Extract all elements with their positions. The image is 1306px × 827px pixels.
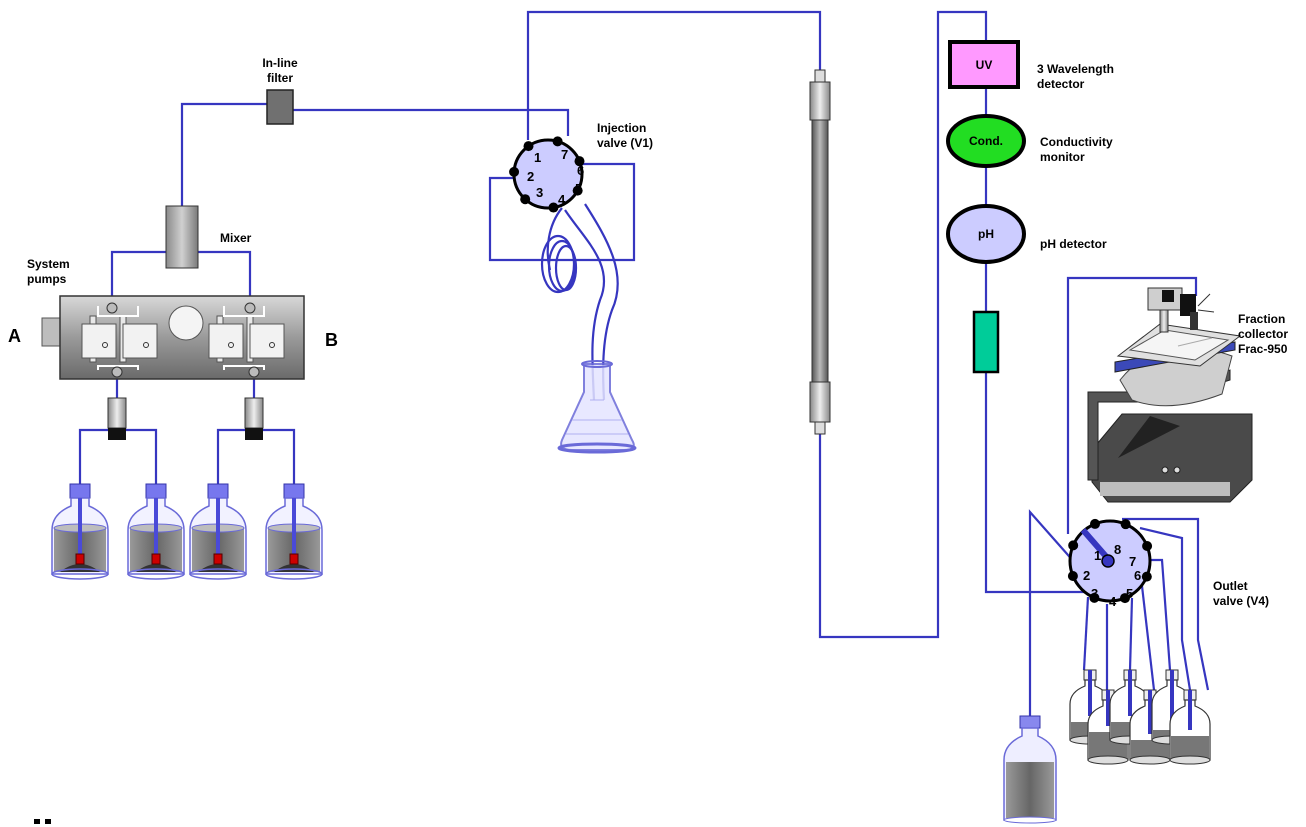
- injection-port-5: 5: [575, 181, 582, 196]
- outlet-port-3: 3: [1091, 586, 1098, 601]
- buffer-bottle-icon: [127, 483, 185, 580]
- labels: In-line filter Mixer System pumps A B In…: [8, 56, 1288, 608]
- outlet-valve-label-1: Outlet: [1213, 579, 1248, 593]
- uv-detector-label-2: detector: [1037, 77, 1085, 91]
- flow-restrictor-icon: [972, 310, 1000, 374]
- outlet-port-5: 5: [1126, 586, 1133, 601]
- mixer-label: Mixer: [220, 231, 252, 245]
- valve-port-dot: [572, 185, 583, 196]
- injection-port-6: 6: [577, 163, 584, 178]
- injection-port-2: 2: [527, 169, 534, 184]
- valve-port-dot: [1120, 519, 1131, 530]
- waste-flask-icon: [557, 360, 637, 454]
- inlet-switch-valve-icon: [107, 397, 264, 440]
- valve-port-dot: [552, 136, 563, 147]
- conductivity-monitor-icon: [946, 114, 1026, 168]
- outlet-port-1: 1: [1094, 548, 1101, 563]
- valve-port-dot: [1142, 541, 1153, 552]
- mixer-icon: [165, 205, 199, 269]
- valve-port-dot: [574, 156, 585, 167]
- outlet-port-7: 7: [1129, 554, 1136, 569]
- system-pumps-label-1: System: [27, 257, 70, 271]
- injection-port-1: 1: [534, 150, 541, 165]
- injection-valve-v1: 1 2 3 4 5 6 7: [509, 136, 585, 213]
- valve-port-dot: [509, 166, 520, 177]
- fraction-collector-label-1: Fraction: [1238, 312, 1285, 326]
- uv-detector-box: [948, 40, 1020, 89]
- injection-port-7: 7: [561, 147, 568, 162]
- uv-box-label: UV: [976, 58, 993, 72]
- conductivity-label-1: Conductivity: [1040, 135, 1113, 149]
- cond-box-label: Cond.: [969, 134, 1003, 148]
- valve-port-dot: [1090, 518, 1101, 529]
- injection-port-3: 3: [536, 185, 543, 200]
- buffer-bottle-icon: [265, 483, 323, 580]
- injection-valve-label-2: valve (V1): [597, 136, 653, 150]
- chromatography-column: [809, 69, 831, 435]
- injection-port-4: 4: [558, 192, 566, 207]
- outlet-valve-v4: 1 2 3 4 5 6 7 8: [1067, 518, 1153, 609]
- inline-filter-label-1: In-line: [262, 56, 298, 70]
- valve-port-dot: [548, 202, 559, 213]
- valve-port-dot: [1119, 593, 1130, 604]
- conductivity-label-2: monitor: [1040, 150, 1085, 164]
- fraction-collector-label-3: Frac-950: [1238, 342, 1288, 356]
- valve-port-dot: [523, 141, 534, 152]
- outlet-port-2: 2: [1083, 568, 1090, 583]
- outlet-valve-label-2: valve (V4): [1213, 594, 1269, 608]
- valve-port-dot: [1089, 592, 1100, 603]
- pump-b-label: B: [325, 330, 338, 350]
- inline-filter-icon: [266, 89, 294, 125]
- collection-bottle-icon: [1087, 689, 1129, 765]
- ph-box-label: pH: [978, 227, 994, 241]
- injection-valve-label-1: Injection: [597, 121, 646, 135]
- buffer-bottles: [51, 483, 323, 580]
- ph-detector-icon: [946, 204, 1026, 264]
- valve-port-dot: [1141, 571, 1152, 582]
- buffer-bottle-icon: [51, 483, 109, 580]
- system-pumps-unit: [41, 295, 305, 380]
- outlet-port-4: 4: [1109, 594, 1117, 609]
- collection-bottle-icon: [1169, 689, 1211, 765]
- inline-filter-label-2: filter: [267, 71, 293, 85]
- tubing: [78, 10, 1210, 720]
- waste-bottle-icon: [1003, 715, 1057, 824]
- pump-head-icon: [81, 306, 285, 370]
- corner-mark: [45, 819, 51, 824]
- uv-detector-label-1: 3 Wavelength: [1037, 62, 1114, 76]
- corner-mark: [34, 819, 40, 824]
- ph-detector-label: pH detector: [1040, 237, 1107, 251]
- fraction-collector-label-2: collector: [1238, 327, 1288, 341]
- outlet-port-6: 6: [1134, 568, 1141, 583]
- valve-port-dot: [520, 194, 531, 205]
- valve-port-dot: [1067, 570, 1078, 581]
- valve-port-dot: [1068, 540, 1079, 551]
- buffer-bottle-icon: [189, 483, 247, 580]
- fraction-collector-icon: [1087, 287, 1253, 503]
- system-pumps-label-2: pumps: [27, 272, 67, 286]
- pump-a-label: A: [8, 326, 21, 346]
- collection-bottles: [1069, 669, 1211, 765]
- pump-side-port-icon: [41, 317, 63, 347]
- outlet-port-8: 8: [1114, 542, 1121, 557]
